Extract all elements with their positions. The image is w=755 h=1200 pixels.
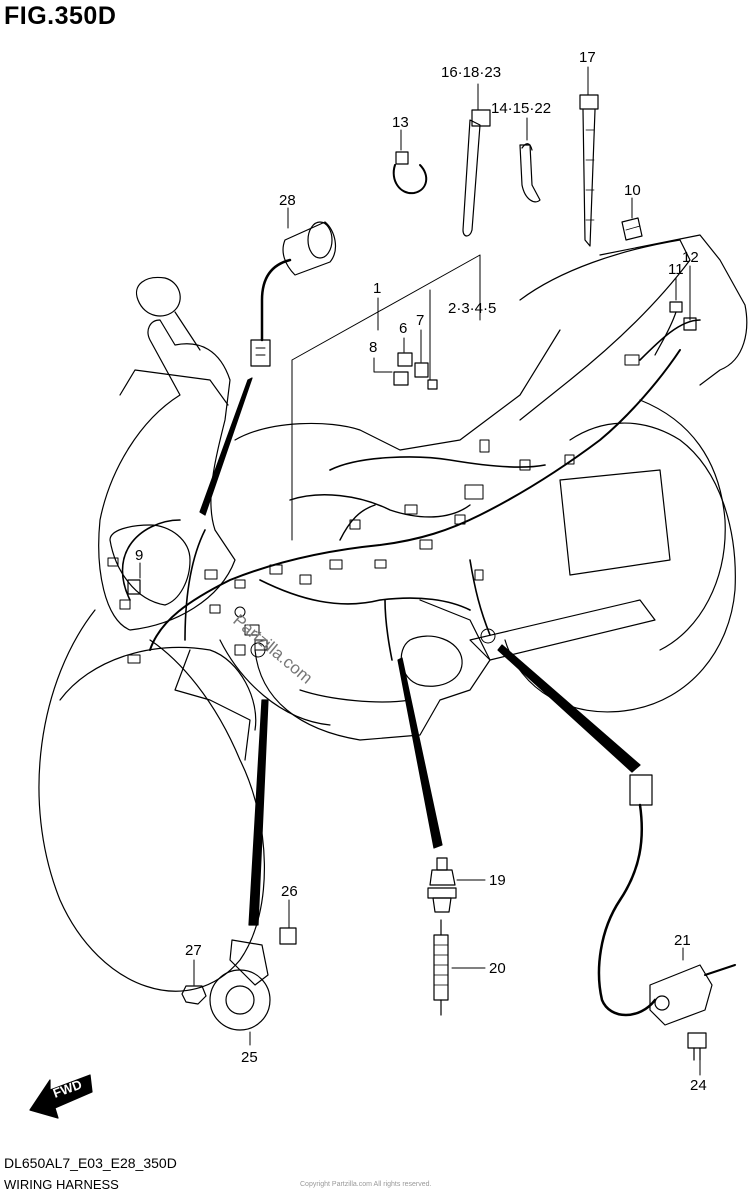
windscreen [119,369,229,406]
part-11-12-connectors [654,301,697,356]
part-27-nut [181,985,207,1005]
engine-outline [254,599,491,741]
part-10-grommet [621,217,643,241]
callout-28: 28 [279,192,296,209]
harness-junction [339,504,376,541]
callout-21: 21 [674,932,691,949]
harness-branch-top [329,456,546,471]
part-26-bolt [279,927,297,945]
callout-27: 27 [185,942,202,959]
part-13-clamp [392,151,428,195]
rear-fender [639,399,726,651]
front-wheel-outline [38,609,265,992]
part-28-socket [250,221,337,367]
callout-7: 7 [416,312,424,329]
harness-main [149,349,681,651]
harness-connectors [107,354,640,664]
part-20-sleeve [433,919,449,1016]
callout-20: 20 [489,960,506,977]
callout-13: 13 [392,114,409,131]
callout-8: 8 [369,339,377,356]
leader-21 [497,644,641,773]
harness-branch-right [469,559,491,636]
figure-title: FIG.350D [4,2,117,30]
mirror-stem [174,311,201,351]
seat-outline [519,239,691,421]
leader-2345 [291,254,481,541]
callout-17: 17 [579,49,596,66]
radiator-side [559,469,671,576]
callout-12: 12 [682,249,699,266]
leader-28 [199,377,253,516]
part-9-connector [127,579,141,595]
harness-branch-fairing [184,529,206,641]
leader-19 [397,657,443,849]
copyright-note: Copyright Partzilla.com All rights reser… [300,1181,432,1188]
part-24-bolt [687,1032,707,1061]
callout-14-15-22: 14·15·22 [491,100,551,117]
callout-10: 10 [624,182,641,199]
leader-8 [373,357,393,373]
callout-9: 9 [135,547,143,564]
tail-outline [599,234,748,386]
callout-16-18-23: 16·18·23 [441,64,501,81]
engine-cover [400,635,463,687]
callout-26: 26 [281,883,298,900]
part-14-clip [519,143,541,203]
part-16-strap [462,109,491,237]
leader-25 [248,699,269,926]
callout-11: 11 [668,261,684,278]
part-17-cable-tie [579,94,599,247]
callout-24: 24 [690,1077,707,1094]
lower-frame [219,639,331,726]
part-19-sensor [427,857,457,913]
part-25-horn [209,939,271,1031]
tank-outline [234,329,561,451]
harness-branch-front [121,519,181,601]
headlight-lens [109,524,191,606]
swingarm [469,599,656,661]
fwd-arrow [29,1074,93,1119]
fairing-outline [98,319,236,631]
part-relays [393,352,438,390]
harness-tank [289,494,471,518]
exhaust [299,689,411,703]
model-code: DL650AL7_E03_E28_350D [4,1155,177,1171]
callout-1: 1 [373,280,381,297]
front-fender-outline [59,646,257,731]
callout-2345: 2·3·4·5 [448,300,496,317]
callout-25: 25 [241,1049,258,1066]
figure-caption: WIRING HARNESS [4,1177,119,1192]
front-fork [174,649,251,761]
callout-6: 6 [399,320,407,337]
harness-branch-rear [639,319,701,361]
part-21-sensor [597,774,736,1026]
mirror [136,276,181,317]
harness-branch-mid [259,579,471,611]
callout-19: 19 [489,872,506,889]
harness-branch-lower [384,599,393,661]
